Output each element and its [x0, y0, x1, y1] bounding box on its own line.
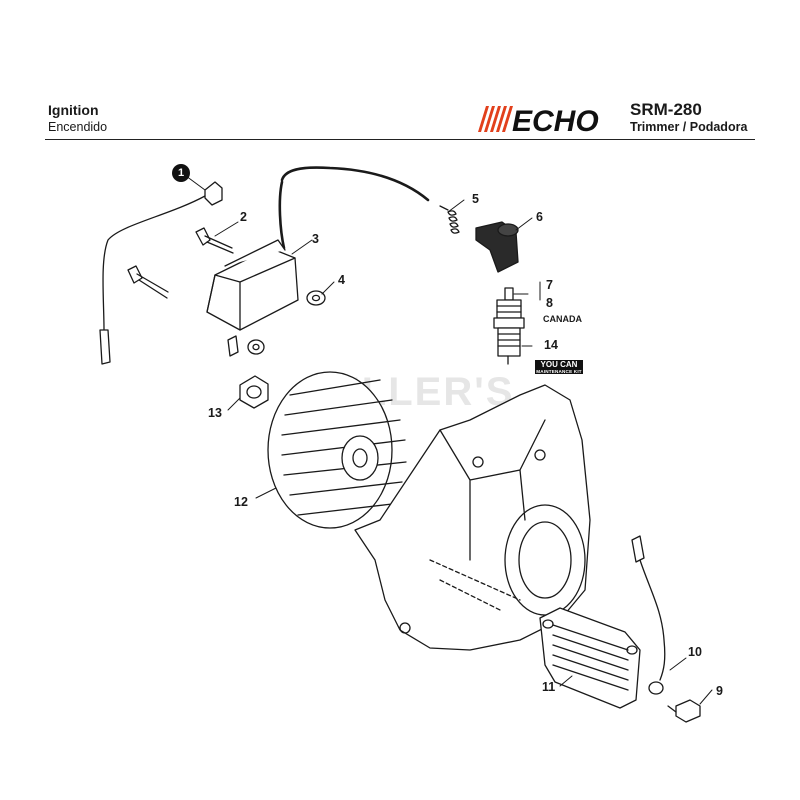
echo-logo: ECHO: [478, 105, 599, 134]
page-header: Ignition Encendido ECHO SRM-280 Trimmer …: [0, 0, 800, 140]
brand-wordmark: ECHO: [512, 105, 599, 134]
page-subtitle: Encendido: [48, 120, 108, 134]
flywheel-nut-part: [239, 375, 269, 409]
callout-1: 1: [172, 164, 190, 182]
callout-11: 11: [542, 680, 556, 694]
callout-9: 9: [716, 684, 723, 698]
header-rule: [45, 139, 755, 140]
badge-sub: MAINTENANCE KIT: [536, 369, 582, 374]
callout-5: 5: [472, 192, 479, 206]
spark-plug-part: [493, 287, 525, 365]
canada-note: CANADA: [543, 314, 582, 324]
washer-part-b: [247, 339, 265, 355]
callout-4: 4: [338, 273, 345, 287]
screw-part-9: [667, 699, 701, 723]
callout-3: 3: [312, 232, 319, 246]
flywheel-part: [267, 371, 407, 529]
leader-lines: [181, 172, 713, 705]
callout-10: 10: [688, 645, 702, 659]
screw-part-2: [195, 227, 234, 254]
badge-main: YOU CAN: [540, 360, 578, 369]
washer-part: [306, 290, 326, 306]
ground-wire-part: [631, 535, 666, 695]
callout-13: 13: [208, 406, 222, 420]
stop-wire-part: [99, 181, 223, 365]
you-can-badge: YOU CAN MAINTENANCE KIT: [535, 360, 583, 374]
shield-plate-part: [539, 607, 641, 709]
model-description: Trimmer / Podadora: [630, 120, 748, 134]
screw-part-2b: [127, 265, 169, 299]
callout-2: 2: [240, 210, 247, 224]
callout-6: 6: [536, 210, 543, 224]
ignition-coil-part: [206, 166, 430, 357]
callout-8: 8: [546, 296, 553, 310]
callout-14: 14: [544, 338, 558, 352]
page-title: Ignition: [48, 102, 99, 118]
crankcase-part: [354, 384, 591, 651]
model-number: SRM-280: [630, 100, 702, 119]
callout-12: 12: [234, 495, 248, 509]
spring-part: [439, 205, 460, 234]
callout-7: 7: [546, 278, 553, 292]
spark-plug-cap-part: [475, 221, 519, 273]
